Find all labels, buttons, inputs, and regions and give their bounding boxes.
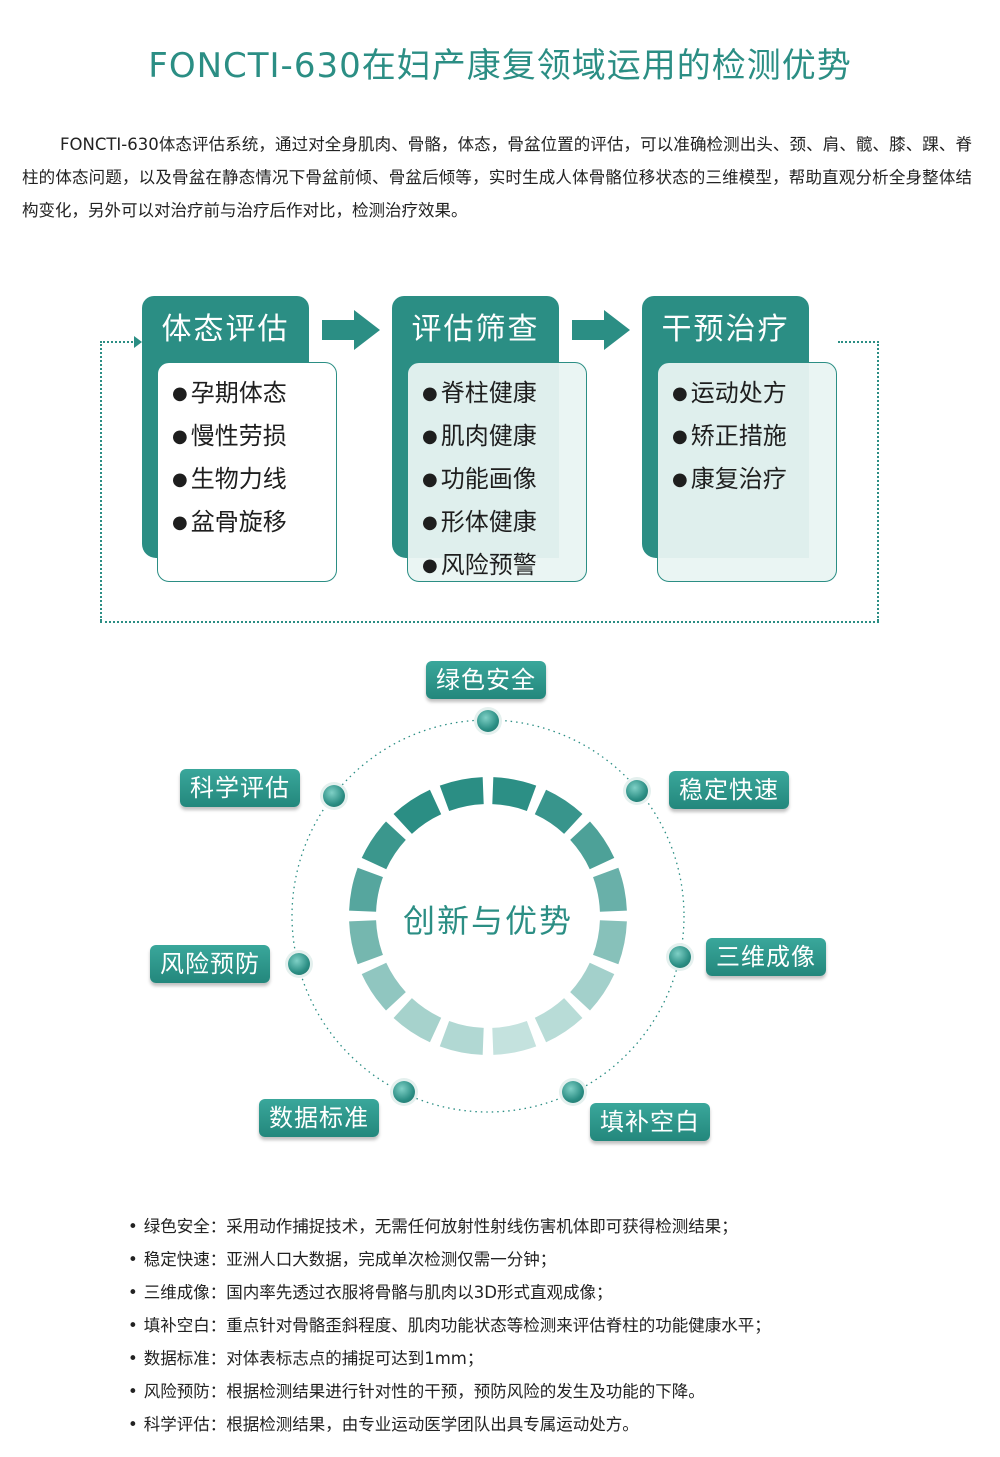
ring-segment bbox=[393, 998, 442, 1043]
note-text: 亚洲人口大数据，完成单次检测仅需一分钟； bbox=[226, 1250, 557, 1269]
ring-segment bbox=[439, 1021, 484, 1055]
flow-card-screening: 评估筛查 脊柱健康 肌肉健康 功能画像 形体健康 风险预警 bbox=[392, 296, 592, 586]
tag-risk-prevention: 风险预防 bbox=[150, 945, 270, 983]
innovation-ring bbox=[291, 719, 685, 1113]
list-item: 康复治疗 bbox=[672, 459, 836, 502]
note-item: 稳定快速：亚洲人口大数据，完成单次检测仅需一分钟； bbox=[128, 1243, 948, 1276]
loop-line-top-left bbox=[100, 341, 136, 343]
list-item: 功能画像 bbox=[422, 459, 586, 502]
ring-dot bbox=[626, 780, 648, 802]
note-item: 填补空白：重点针对骨骼歪斜程度、肌肉功能状态等检测来评估脊柱的功能健康水平； bbox=[128, 1309, 948, 1342]
tag-data-standard: 数据标准 bbox=[259, 1099, 379, 1137]
loop-line-right bbox=[877, 341, 879, 621]
ring-segment bbox=[349, 867, 383, 912]
ring-dot bbox=[477, 710, 499, 732]
tag-scientific-eval: 科学评估 bbox=[180, 769, 300, 807]
ring-segment bbox=[492, 777, 537, 811]
ring-dot bbox=[323, 785, 345, 807]
intro-paragraph: FONCTI-630体态评估系统，通过对全身肌肉、骨骼，体态，骨盆位置的评估，可… bbox=[22, 135, 972, 220]
ring-segment bbox=[361, 962, 406, 1011]
ring-segments bbox=[349, 777, 627, 1055]
note-label: 风险预防： bbox=[143, 1382, 227, 1401]
note-text: 重点针对骨骼歪斜程度、肌肉功能状态等检测来评估脊柱的功能健康水平； bbox=[226, 1316, 771, 1335]
ring-segment bbox=[439, 777, 484, 811]
page-title: FONCTI-630在妇产康复领域运用的检测优势 bbox=[148, 46, 852, 86]
note-text: 根据检测结果进行针对性的干预，预防风险的发生及功能的下降。 bbox=[226, 1382, 705, 1401]
card-title: 干预治疗 bbox=[661, 312, 790, 347]
loop-line-bottom bbox=[100, 621, 879, 623]
ring-segment bbox=[570, 821, 615, 870]
list-item: 矫正措施 bbox=[672, 416, 836, 459]
tag-green-safety: 绿色安全 bbox=[426, 661, 546, 699]
note-text: 根据检测结果，由专业运动医学团队出具专属运动处方。 bbox=[226, 1415, 639, 1434]
ring-segment bbox=[492, 1021, 537, 1055]
outer-dotted-circle bbox=[291, 719, 685, 1113]
ring-segment bbox=[593, 867, 627, 912]
note-label: 科学评估： bbox=[143, 1415, 227, 1434]
loop-line-left bbox=[100, 341, 102, 621]
loop-line-top-right bbox=[838, 341, 879, 343]
ring-dot bbox=[669, 946, 691, 968]
loop-arrowhead-icon bbox=[134, 336, 142, 348]
tag-stable-fast: 稳定快速 bbox=[669, 771, 789, 809]
flow-card-posture-assessment: 体态评估 孕期体态 慢性劳损 生物力线 盆骨旋移 bbox=[142, 296, 342, 586]
note-item: 风险预防：根据检测结果进行针对性的干预，预防风险的发生及功能的下降。 bbox=[128, 1375, 948, 1408]
ring-segment bbox=[534, 789, 583, 834]
card-item-list: 脊柱健康 肌肉健康 功能画像 形体健康 风险预警 bbox=[408, 363, 586, 588]
right-arrow-icon bbox=[572, 310, 630, 350]
flow-card-intervention: 干预治疗 运动处方 矫正措施 康复治疗 bbox=[642, 296, 842, 586]
ring-segment bbox=[534, 998, 583, 1043]
note-item: 数据标准：对体表标志点的捕捉可达到1mm； bbox=[128, 1342, 948, 1375]
note-label: 稳定快速： bbox=[143, 1250, 227, 1269]
note-text: 国内率先透过衣服将骨骼与肌肉以3D形式直观成像； bbox=[226, 1283, 613, 1302]
note-item: 绿色安全：采用动作捕捉技术，无需任何放射性射线伤害机体即可获得检测结果； bbox=[128, 1210, 948, 1243]
note-label: 绿色安全： bbox=[143, 1217, 227, 1236]
ring-segment bbox=[593, 920, 627, 965]
list-item: 孕期体态 bbox=[172, 373, 336, 416]
ring-dot bbox=[393, 1081, 415, 1103]
list-item: 脊柱健康 bbox=[422, 373, 586, 416]
ring-segment bbox=[393, 789, 442, 834]
list-item: 风险预警 bbox=[422, 545, 586, 588]
note-item: 科学评估：根据检测结果，由专业运动医学团队出具专属运动处方。 bbox=[128, 1408, 948, 1441]
ring-segment bbox=[349, 920, 383, 965]
ring-dot bbox=[562, 1081, 584, 1103]
card-title: 评估筛查 bbox=[411, 312, 540, 347]
list-item: 生物力线 bbox=[172, 459, 336, 502]
card-body: 脊柱健康 肌肉健康 功能画像 形体健康 风险预警 bbox=[407, 362, 587, 582]
card-body: 孕期体态 慢性劳损 生物力线 盆骨旋移 bbox=[157, 362, 337, 582]
note-item: 三维成像：国内率先透过衣服将骨骼与肌肉以3D形式直观成像； bbox=[128, 1276, 948, 1309]
list-item: 肌肉健康 bbox=[422, 416, 586, 459]
note-label: 填补空白： bbox=[143, 1316, 227, 1335]
card-title: 体态评估 bbox=[161, 312, 290, 347]
ring-segment bbox=[361, 821, 406, 870]
ring-segment bbox=[570, 962, 615, 1011]
list-item: 运动处方 bbox=[672, 373, 836, 416]
advantage-notes: 绿色安全：采用动作捕捉技术，无需任何放射性射线伤害机体即可获得检测结果； 稳定快… bbox=[128, 1210, 948, 1441]
card-body: 运动处方 矫正措施 康复治疗 bbox=[657, 362, 837, 582]
tag-fill-gap: 填补空白 bbox=[590, 1103, 710, 1141]
note-label: 三维成像： bbox=[143, 1283, 227, 1302]
right-arrow-icon bbox=[322, 310, 380, 350]
list-item: 形体健康 bbox=[422, 502, 586, 545]
ring-dot bbox=[288, 953, 310, 975]
list-item: 慢性劳损 bbox=[172, 416, 336, 459]
note-text: 对体表标志点的捕捉可达到1mm； bbox=[226, 1349, 484, 1368]
list-item: 盆骨旋移 bbox=[172, 502, 336, 545]
card-item-list: 孕期体态 慢性劳损 生物力线 盆骨旋移 bbox=[158, 363, 336, 545]
note-label: 数据标准： bbox=[143, 1349, 227, 1368]
card-item-list: 运动处方 矫正措施 康复治疗 bbox=[658, 363, 836, 502]
tag-3d-imaging: 三维成像 bbox=[706, 938, 826, 976]
note-text: 采用动作捕捉技术，无需任何放射性射线伤害机体即可获得检测结果； bbox=[226, 1217, 738, 1236]
ring-center-label: 创新与优势 bbox=[402, 902, 573, 940]
